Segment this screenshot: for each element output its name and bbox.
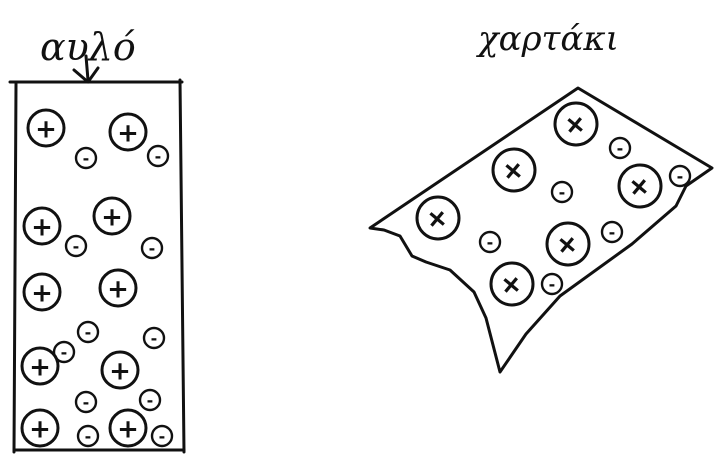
negative-charge: - [76,148,96,168]
svg-text:-: - [73,237,80,256]
negative-charge: - [142,238,162,258]
positive-charge: + [417,197,459,239]
svg-text:-: - [677,167,684,186]
svg-text:-: - [85,323,92,342]
positive-charge: + [110,410,146,446]
negative-charge: - [140,390,160,410]
positive-charge: + [22,410,58,446]
svg-text:+: + [101,202,123,232]
positive-charge: + [491,263,533,305]
negative-charge: - [542,274,562,294]
positive-charge: + [547,223,589,265]
positive-charge: + [555,103,597,145]
svg-text:+: + [107,274,129,304]
svg-text:-: - [609,223,616,242]
svg-text:-: - [151,329,158,348]
svg-text:-: - [559,183,566,202]
positive-charge: + [102,352,138,388]
positive-charge: + [493,149,535,191]
positive-charge: + [24,274,60,310]
negative-charge: - [66,236,86,256]
positive-charge: + [22,348,58,384]
svg-text:-: - [61,343,68,362]
positive-charge: + [100,270,136,306]
svg-text:-: - [159,427,166,446]
svg-text:-: - [549,275,556,294]
negative-charge: - [76,392,96,412]
positive-charge: + [94,198,130,234]
negative-charge: - [148,146,168,166]
svg-text:+: + [29,414,51,444]
negative-charge: - [670,166,690,186]
negative-charge: - [78,322,98,342]
negative-charge: - [54,342,74,362]
positive-charge: + [619,165,661,207]
svg-text:+: + [109,356,131,386]
negative-charge: - [78,426,98,446]
svg-text:-: - [617,139,624,158]
svg-text:+: + [117,414,139,444]
svg-text:+: + [31,278,53,308]
svg-text:+: + [35,114,57,144]
svg-text:-: - [83,393,90,412]
positive-charge: + [110,114,146,150]
positive-charge: + [24,208,60,244]
svg-text:-: - [155,147,162,166]
negative-charge: - [552,182,572,202]
svg-text:+: + [29,352,51,382]
svg-text:-: - [147,391,154,410]
svg-text:-: - [149,239,156,258]
svg-text:-: - [83,149,90,168]
svg-text:-: - [85,427,92,446]
svg-text:+: + [117,118,139,148]
svg-text:-: - [487,233,494,252]
positive-charge: + [28,110,64,146]
negative-charge: - [602,222,622,242]
negative-charge: - [610,138,630,158]
negative-charge: - [480,232,500,252]
negative-charge: - [152,426,172,446]
paper-label: χαρτάκι [476,19,619,59]
negative-charge: - [144,328,164,348]
svg-text:+: + [31,212,53,242]
